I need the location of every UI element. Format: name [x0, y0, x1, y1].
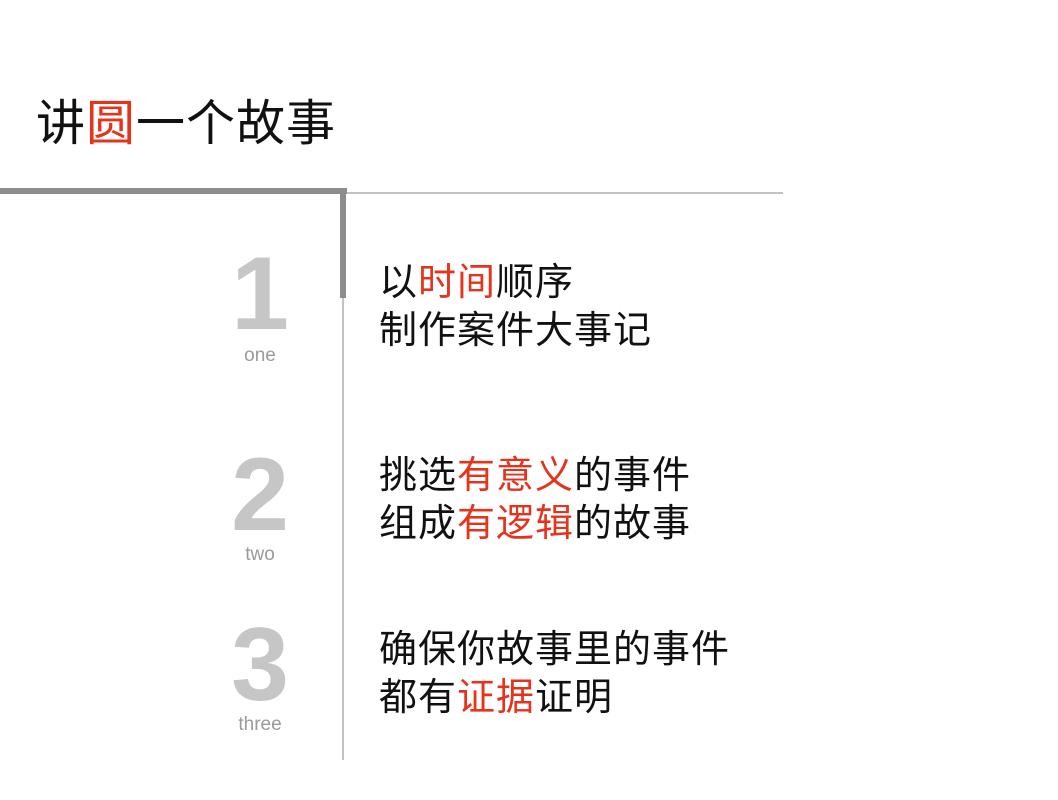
divider-accent [340, 188, 346, 298]
step-1-line-1-highlight: 时间 [418, 260, 497, 304]
header-rule-dark [0, 188, 347, 194]
step-3-word: three [238, 714, 282, 735]
step-1-line-2: 制作案件大事记 [379, 306, 652, 354]
step-2-word: two [245, 544, 275, 565]
step-2-line-2-after: 的故事 [574, 501, 692, 545]
step-3-line-2: 都有证据证明 [379, 673, 730, 721]
step-1-line-1: 以时间顺序 [379, 258, 652, 306]
step-1-text: 以时间顺序 制作案件大事记 [379, 258, 652, 354]
step-3-line-2-before: 都有 [379, 675, 458, 719]
step-1-line-1-after: 顺序 [496, 260, 575, 304]
step-3-line-1: 确保你故事里的事件 [379, 625, 730, 673]
step-3-line-1-before: 确保你故事里的事件 [379, 627, 731, 671]
step-2-number: 2 [231, 437, 289, 553]
slide-title: 讲圆一个故事 [36, 93, 336, 155]
step-1-line-1-before: 以 [379, 260, 419, 304]
title-prefix: 讲 [36, 95, 87, 152]
step-2-line-2-before: 组成 [379, 501, 458, 545]
step-3-number: 3 [231, 607, 289, 723]
header-rule-light [347, 192, 783, 194]
title-suffix: 一个故事 [136, 95, 337, 152]
step-2-line-1: 挑选有意义的事件 [379, 451, 691, 499]
step-3-text: 确保你故事里的事件 都有证据证明 [379, 625, 730, 721]
step-1-number: 1 [231, 236, 289, 352]
divider-line [342, 298, 344, 760]
step-1-line-2-before: 制作案件大事记 [379, 308, 653, 352]
step-3-line-2-after: 证明 [535, 675, 614, 719]
step-2-line-1-before: 挑选 [379, 453, 458, 497]
step-2-line-2: 组成有逻辑的故事 [379, 499, 691, 547]
title-highlight: 圆 [86, 95, 137, 152]
step-2-line-2-highlight: 有逻辑 [457, 501, 575, 545]
step-2-line-1-highlight: 有意义 [457, 453, 575, 497]
step-2-line-1-after: 的事件 [574, 453, 692, 497]
step-2-text: 挑选有意义的事件 组成有逻辑的故事 [379, 451, 691, 547]
step-3-line-2-highlight: 证据 [457, 675, 536, 719]
step-1-word: one [244, 345, 276, 366]
